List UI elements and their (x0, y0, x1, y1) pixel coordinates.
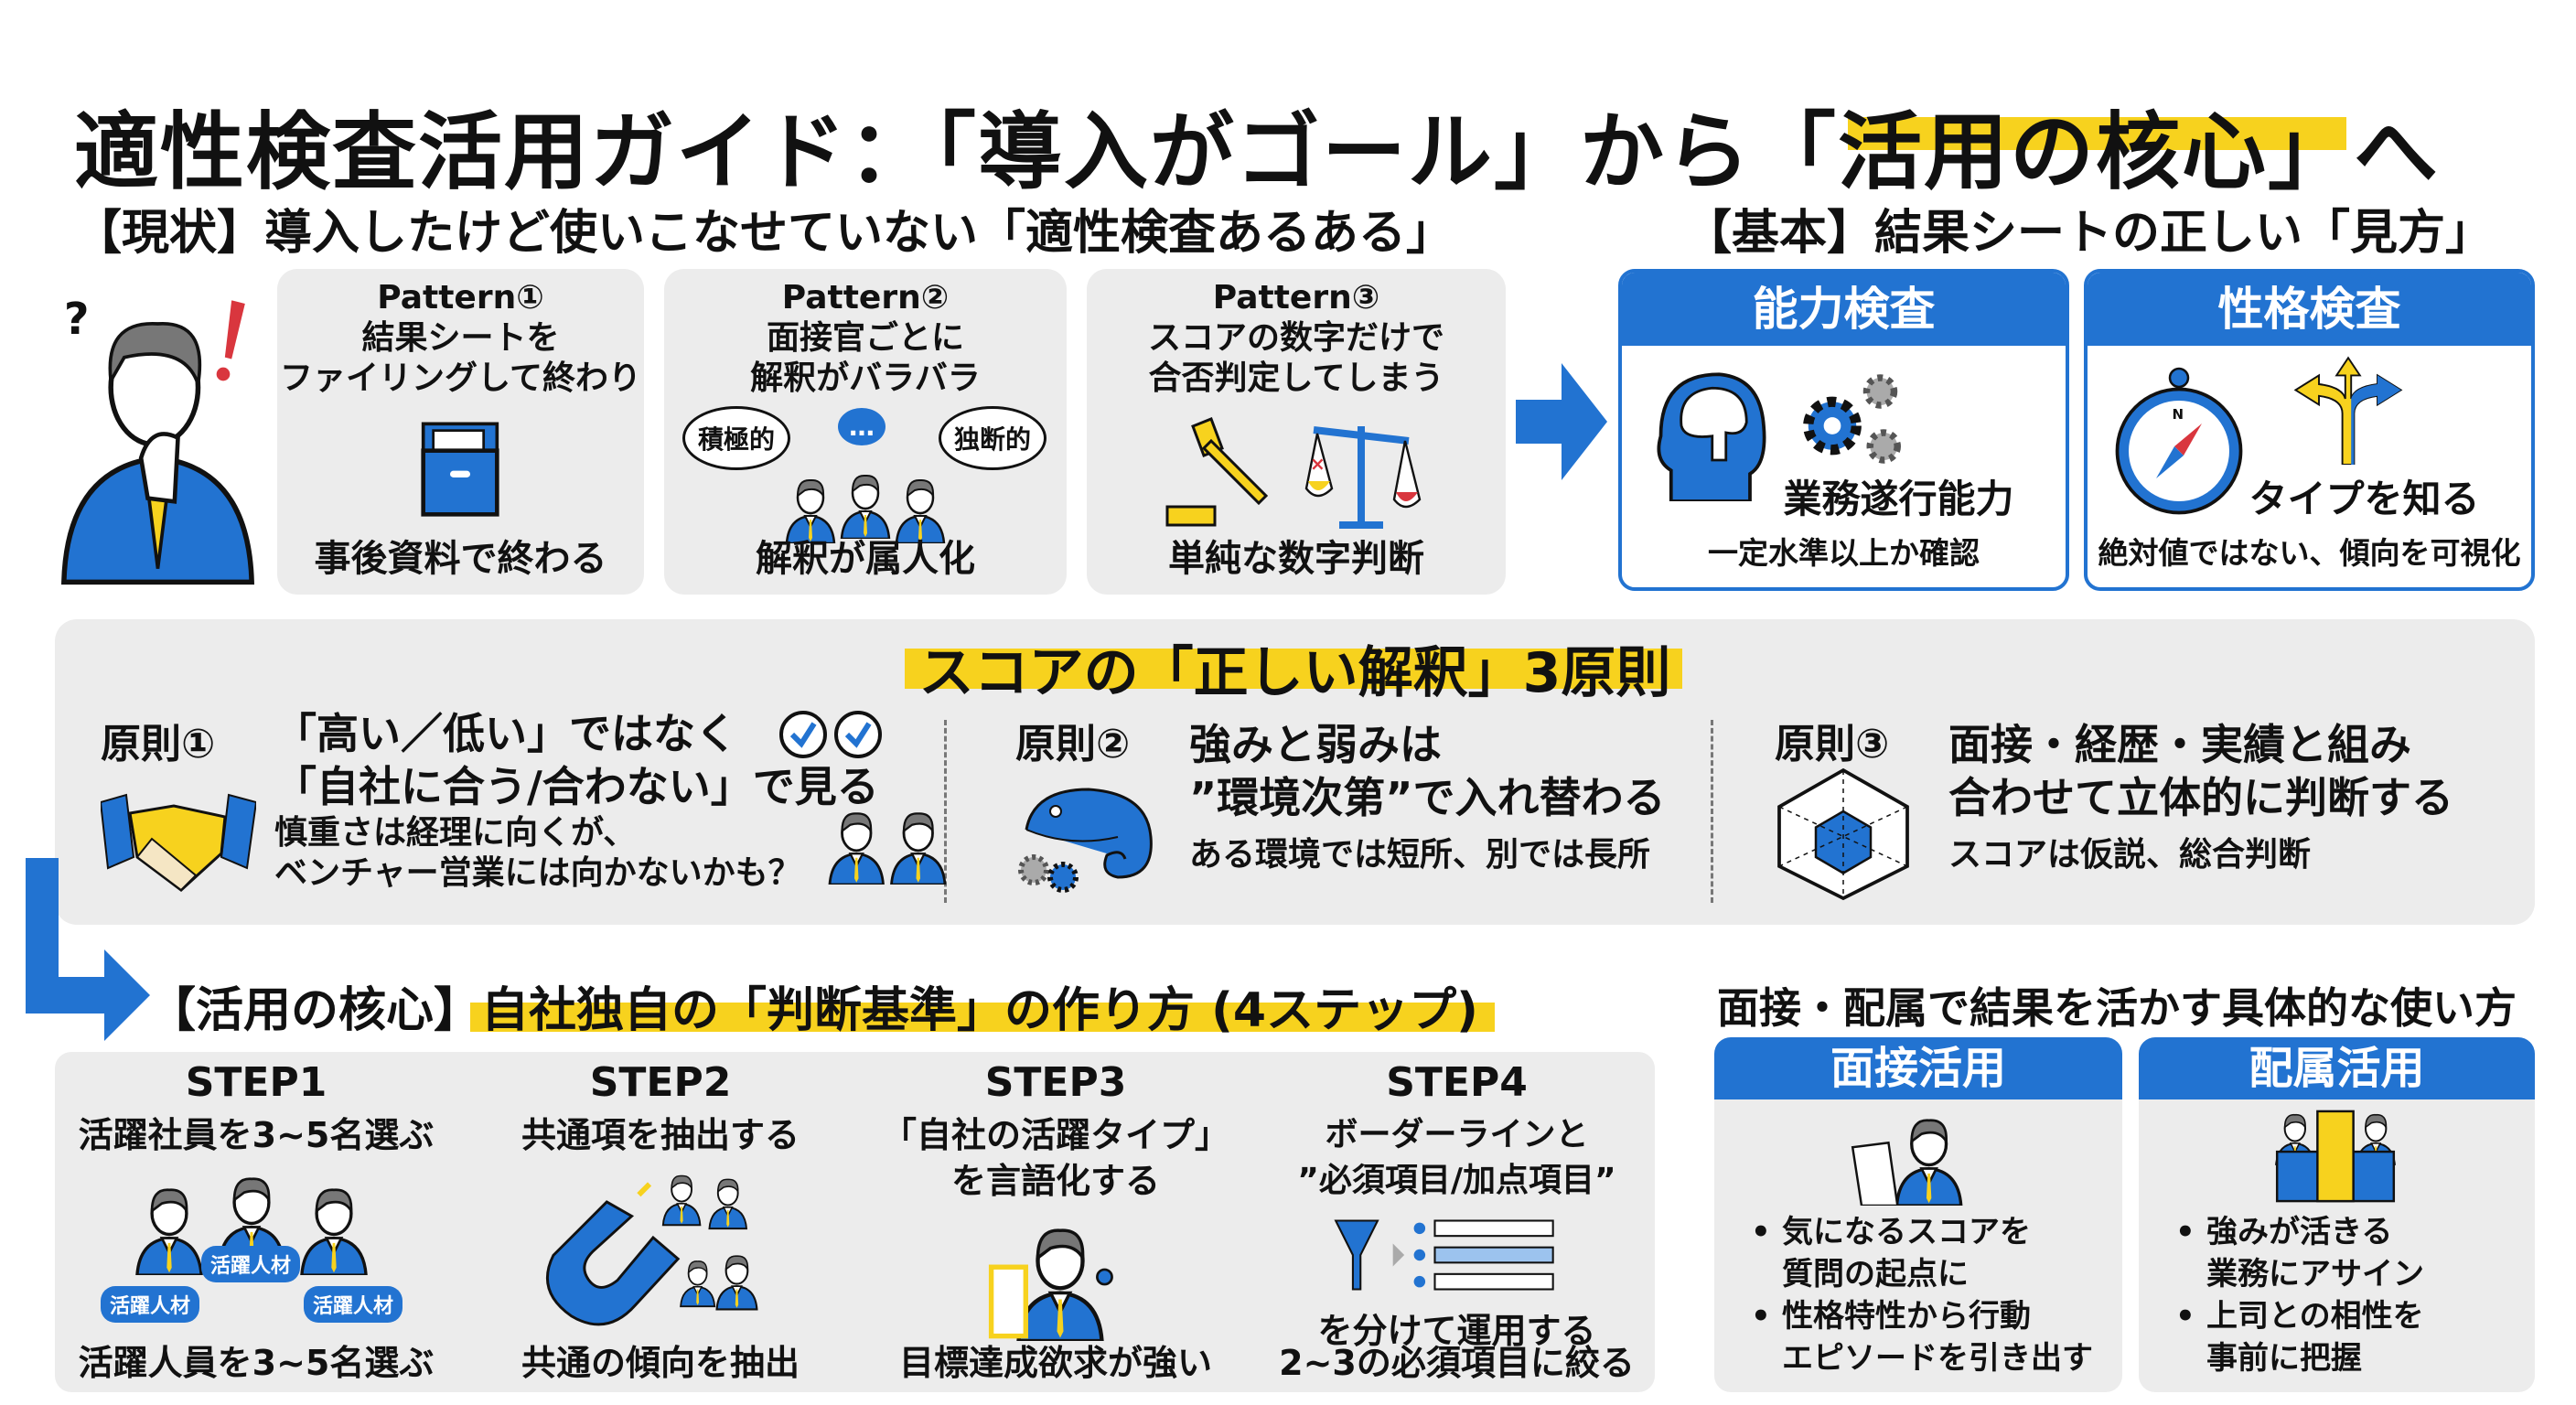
handshake-icon (101, 793, 256, 892)
current-heading: 【現状】導入したけど使いこなせていない「適性検査あるある」 (74, 206, 1454, 261)
speech-bubble: … (838, 408, 886, 445)
employees-icon (828, 811, 947, 885)
speech-bubble: 独断的 (939, 406, 1047, 470)
ability-test-title: 能力検査 (1622, 273, 2066, 346)
personality-test-card: 性格検査 N タイプを知る 絶対値ではない、傾向を可視化 (2084, 269, 2535, 591)
basics-heading: 【基本】結果シートの正しい「見方」 (1684, 206, 2494, 261)
principles-panel: スコアの「正しい解釈」3原則 原則① 「高い／低い」ではなく「自社に合う/合わな… (55, 619, 2535, 925)
confused-man-icon: ? (61, 295, 254, 585)
interview-usage-card: 面接活用 気になるスコアを質問の起点に性格特性から行動エピソードを引き出す (1714, 1037, 2122, 1392)
step-3: STEP3 「自社の活躍タイプ」を言語化する 目標達成欲求が強い (836, 1052, 1275, 1392)
flow-arrow-icon (26, 858, 150, 1041)
speech-bubble: 積極的 (682, 406, 791, 470)
svg-text:?: ? (64, 295, 90, 345)
compass-icon: N (2115, 367, 2243, 515)
page-title: 適性検査活用ガイド：「導入がゴール」から「活用の核心」へ (74, 103, 2441, 201)
puzzle-team-icon (2275, 1110, 2396, 1203)
svg-text:×: × (1310, 453, 1326, 475)
magnet-attract-icon (546, 1174, 758, 1326)
personality-test-title: 性格検査 (2088, 273, 2531, 346)
chameleon-icon (1018, 788, 1153, 893)
branching-arrows-icon (2293, 356, 2403, 465)
cube-icon (1777, 767, 1909, 901)
presenter-icon (988, 1213, 1113, 1341)
title-highlight (1848, 117, 2346, 150)
checkmarks-icon (779, 711, 882, 758)
usage-heading: 面接・配属で結果を活かす具体的な使い方 (1717, 983, 2517, 1033)
interviewer-writing-icon (1851, 1118, 1963, 1206)
step-1: STEP1 活躍社員を3~5名選ぶ 活躍人材 活躍人材 活躍人材 活躍人員を3~… (55, 1052, 485, 1392)
file-box-icon (421, 422, 499, 517)
core-heading-highlight (470, 1003, 1495, 1032)
step-4: STEP4 ボーダーラインと”必須項目/加点項目” を分けて運用する 2~3の必… (1231, 1052, 1655, 1392)
svg-text:N: N (2173, 406, 2184, 423)
brain-gears-icon (1657, 372, 1901, 501)
principles-title: スコアの「正しい解釈」3原則 (918, 641, 1671, 705)
right-arrow-icon (1516, 363, 1607, 480)
step-2: STEP2 共通項を抽出する 共通の傾向を抽出 (441, 1052, 880, 1392)
funnel-checklist-icon (1334, 1219, 1554, 1291)
core-heading: 【活用の核心】自社独自の「判断基準」の作り方 (4ステップ) (148, 983, 1478, 1038)
placement-usage-card: 配属活用 強みが活きる業務にアサイン上司との相性を事前に把握 (2139, 1037, 2535, 1392)
ability-test-card: 能力検査 業務遂行能力 一定水準以上か確認 (1618, 269, 2069, 591)
gavel-scale-icon: × (1165, 417, 1422, 529)
principles-title-highlight (905, 649, 1682, 689)
